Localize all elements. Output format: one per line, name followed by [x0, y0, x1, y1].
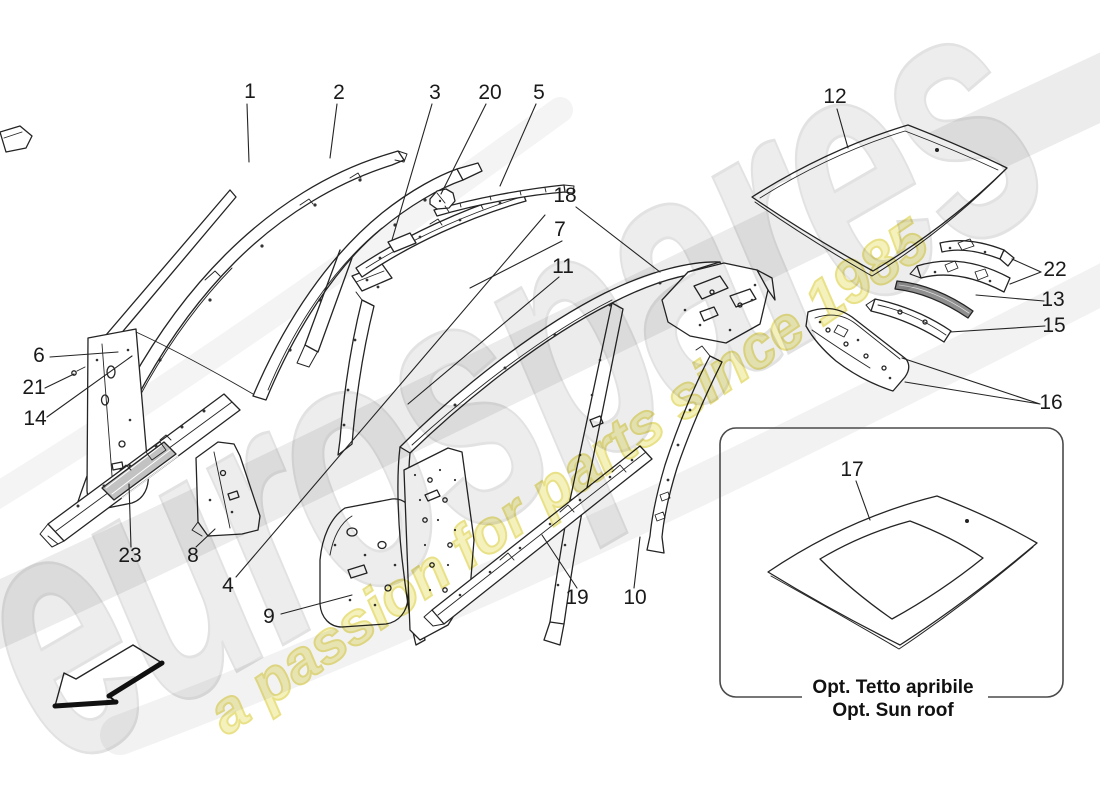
callout-14: 14 [23, 407, 47, 430]
part-5-roof-strip [433, 184, 575, 217]
part-16-crossmember [805, 307, 910, 392]
callout-17: 17 [840, 458, 864, 481]
part-2-roof-rail-inner [252, 162, 483, 401]
part-22-header-strips [909, 238, 1015, 293]
option-box [719, 427, 1064, 705]
part-12-roof-panel [751, 124, 1008, 277]
callout-22: 22 [1043, 258, 1067, 281]
callout-11: 11 [552, 255, 574, 278]
callout-18: 18 [553, 184, 577, 207]
part-13-roof-bow [894, 280, 974, 319]
callout-5: 5 [533, 81, 545, 104]
part-15-rear-header [865, 298, 952, 343]
direction-arrow [52, 644, 165, 709]
callout-7: 7 [554, 218, 566, 241]
part-21-bolt [71, 366, 86, 376]
part-3-roof-rail-strip [355, 190, 527, 278]
option-box-label-italian: Opt. Tetto apribile [812, 677, 974, 698]
callout-23: 23 [118, 544, 142, 567]
option-box-label-english: Opt. Sun roof [832, 700, 954, 721]
callout-21: 21 [22, 376, 46, 399]
callout-15: 15 [1042, 314, 1066, 337]
edge-fragment [0, 125, 33, 153]
leader-lines [44, 103, 1046, 615]
callout-4: 4 [222, 574, 234, 597]
callout-9: 9 [263, 605, 275, 628]
callout-13: 13 [1041, 288, 1065, 311]
callout-8: 8 [187, 544, 199, 567]
part-8-lower-pillar [191, 441, 261, 537]
part-23-sill [39, 393, 241, 548]
part-17-sunroof-panel [767, 495, 1038, 650]
callout-2: 2 [333, 81, 345, 104]
callout-12: 12 [823, 85, 847, 108]
callout-19: 19 [565, 586, 589, 609]
callout-16: 16 [1039, 391, 1063, 414]
part-10-rear-pillar [646, 345, 723, 554]
callout-3: 3 [429, 81, 441, 104]
part-20-clip [429, 188, 456, 213]
callout-20: 20 [478, 81, 502, 104]
callout-1: 1 [244, 80, 256, 103]
part-9-inner-panel [319, 498, 413, 628]
callout-10: 10 [623, 586, 647, 609]
callout-6: 6 [33, 344, 45, 367]
